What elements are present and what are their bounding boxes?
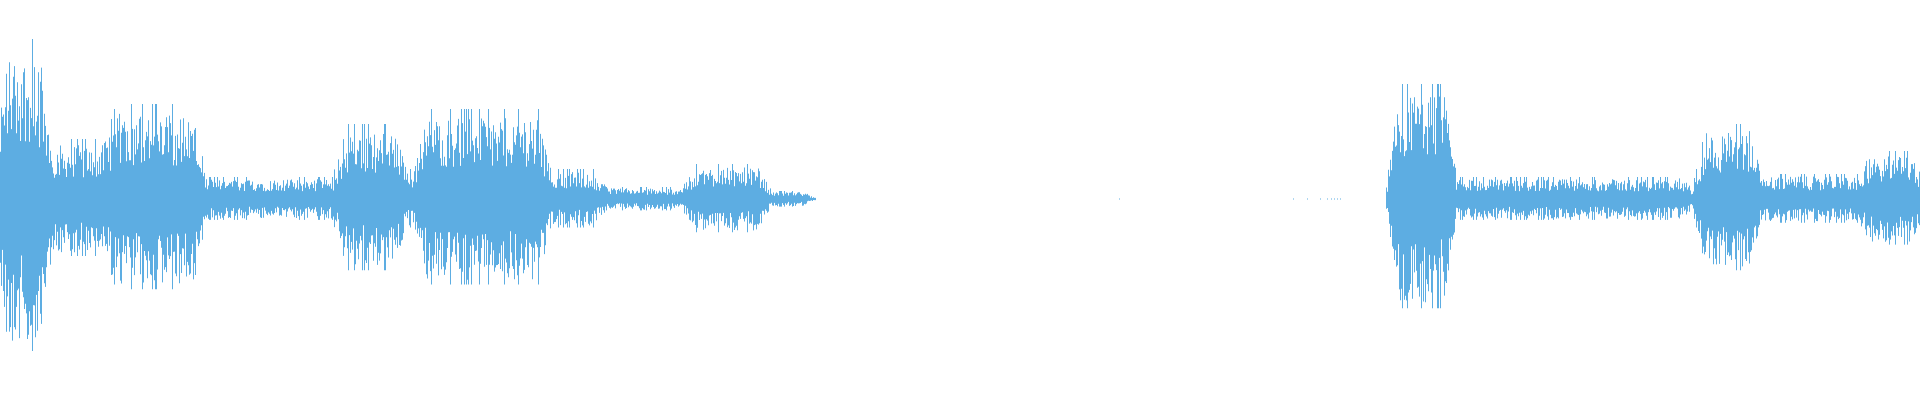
waveform-speck <box>1307 198 1308 200</box>
waveform-speck <box>1119 198 1120 200</box>
waveform-speck <box>1293 198 1294 200</box>
waveform-speck <box>1320 198 1321 200</box>
waveform-speck <box>804 198 805 200</box>
waveform-bars <box>0 39 1920 351</box>
waveform-path <box>0 39 1920 351</box>
waveform-speck <box>808 198 809 200</box>
waveform-speck <box>1331 198 1332 200</box>
waveform-speck <box>1340 198 1341 200</box>
waveform-speck <box>1327 198 1328 200</box>
waveform-speck <box>1337 198 1338 200</box>
waveform-speck <box>1334 198 1335 200</box>
